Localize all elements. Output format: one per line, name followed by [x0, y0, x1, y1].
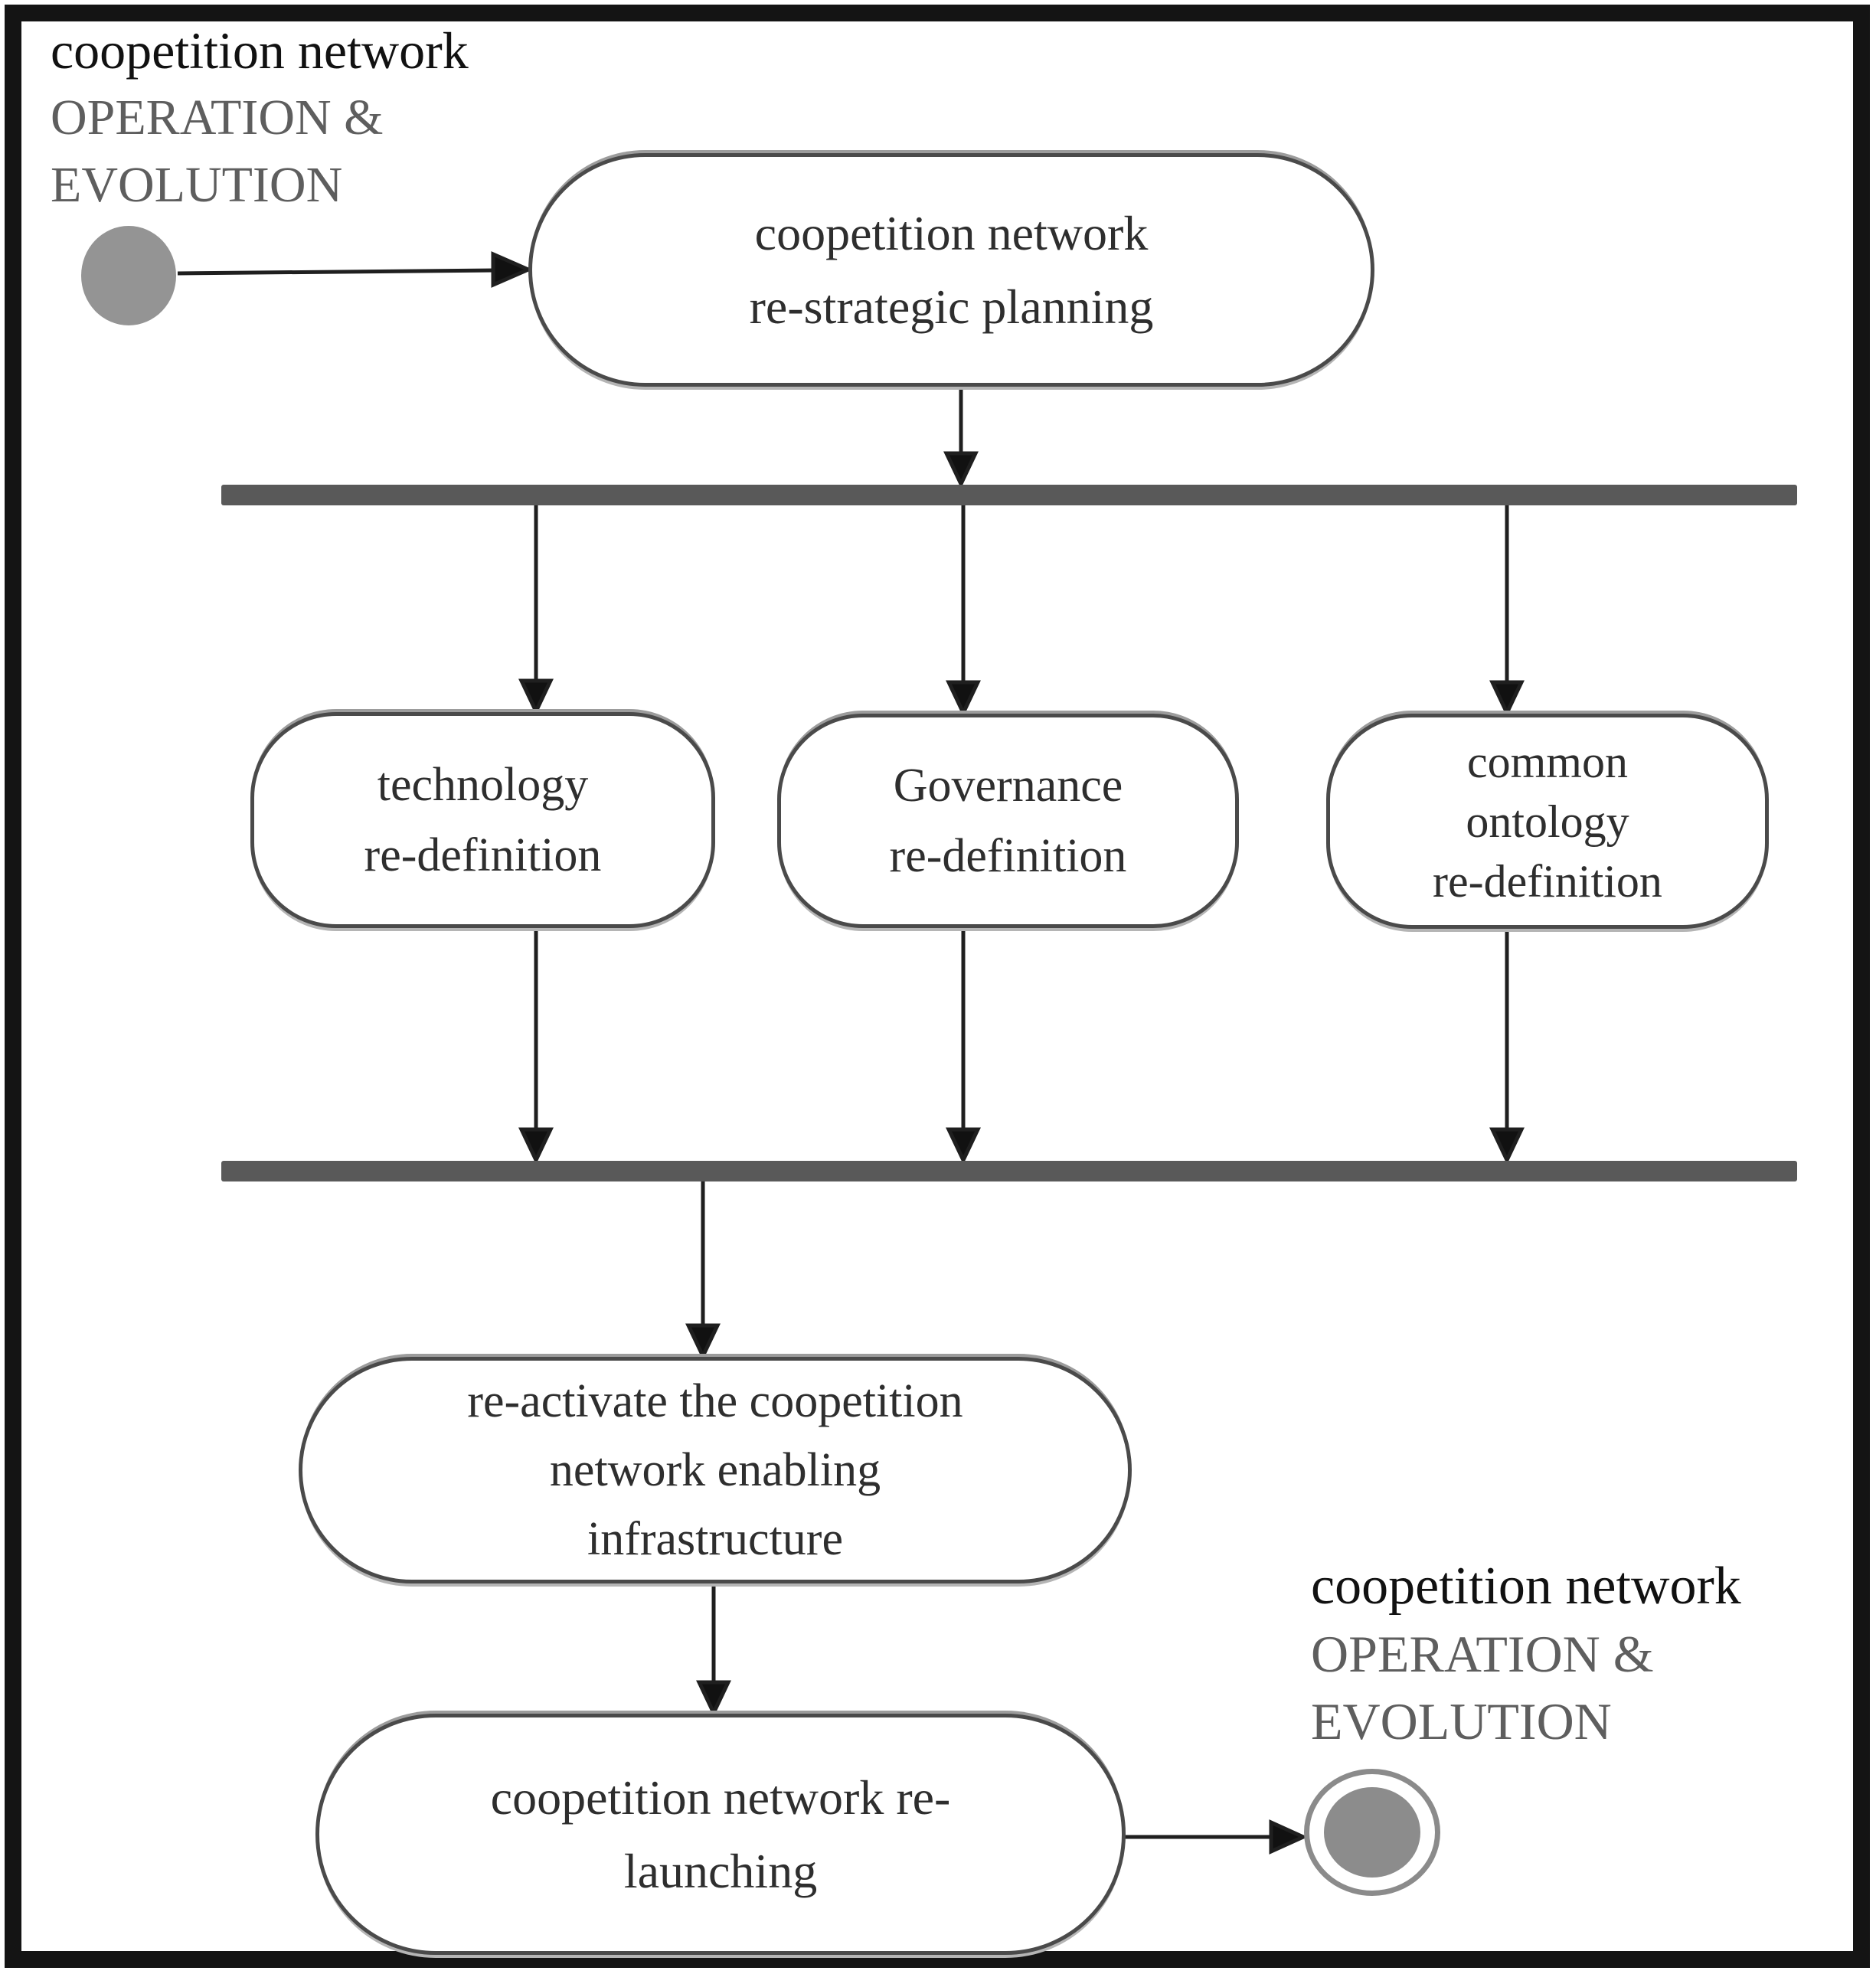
- arrowhead-join-to-reactivate: [685, 1323, 721, 1361]
- arrowhead-fork-to-ontology: [1489, 680, 1525, 717]
- node-label-line: infrastructure: [587, 1513, 843, 1565]
- node-label-line: ontology: [1466, 796, 1629, 847]
- caption-line: coopetition network: [51, 21, 469, 80]
- node-label-line: re-activate the coopetition: [467, 1375, 963, 1427]
- node-label-line: technology: [377, 759, 589, 811]
- node-label-line: re-definition: [889, 830, 1127, 882]
- caption-line: OPERATION &: [51, 90, 384, 145]
- activity-node-common-ontology-re-definition: common ontology re-definition: [1326, 714, 1769, 929]
- activity-node-re-strategic-planning: coopetition network re-strategic plannin…: [528, 153, 1374, 387]
- node-label-line: re-definition: [364, 829, 602, 881]
- arrowhead-technology-to-join: [518, 1127, 554, 1165]
- node-label-line: Governance: [893, 760, 1123, 812]
- activity-node-re-launching: coopetition network re- launching: [315, 1714, 1126, 1955]
- node-label-line: re-definition: [1433, 855, 1662, 907]
- arrowhead-relaunch-to-final: [1269, 1819, 1309, 1855]
- arrowhead-initial-to-planning: [491, 251, 534, 288]
- node-label-line: coopetition network re-: [490, 1770, 951, 1825]
- node-label-line: re-strategic planning: [749, 279, 1154, 334]
- end-state-caption: coopetition network OPERATION & EVOLUTIO…: [1311, 1553, 1741, 1755]
- edge-initial-to-planning: [177, 268, 497, 276]
- node-label-line: common: [1467, 736, 1628, 787]
- activity-node-governance-re-definition: Governance re-definition: [777, 714, 1239, 928]
- arrowhead-planning-to-fork: [943, 451, 979, 489]
- fork-bar: [221, 485, 1797, 505]
- arrowhead-governance-to-join: [946, 1127, 981, 1165]
- caption-line: EVOLUTION: [1311, 1692, 1612, 1750]
- activity-node-technology-re-definition: technology re-definition: [250, 712, 715, 928]
- node-label-line: coopetition network: [754, 205, 1149, 260]
- start-state-caption: coopetition network OPERATION & EVOLUTIO…: [51, 17, 469, 219]
- final-state-inner-dot: [1324, 1787, 1420, 1878]
- node-label-line: network enabling: [549, 1444, 881, 1496]
- caption-line: coopetition network: [1311, 1557, 1741, 1616]
- initial-state-node: [81, 226, 176, 325]
- arrowhead-ontology-to-join: [1489, 1127, 1525, 1165]
- final-state-node: [1304, 1769, 1440, 1896]
- arrowhead-fork-to-technology: [518, 678, 554, 716]
- arrowhead-reactivate-to-relaunch: [696, 1680, 731, 1717]
- node-label-line: launching: [623, 1843, 818, 1898]
- activity-node-re-activate-infrastructure: re-activate the coopetition network enab…: [299, 1357, 1132, 1583]
- arrowhead-fork-to-governance: [946, 680, 981, 717]
- caption-line: EVOLUTION: [51, 157, 343, 213]
- join-bar: [221, 1161, 1797, 1181]
- caption-line: OPERATION &: [1311, 1625, 1654, 1683]
